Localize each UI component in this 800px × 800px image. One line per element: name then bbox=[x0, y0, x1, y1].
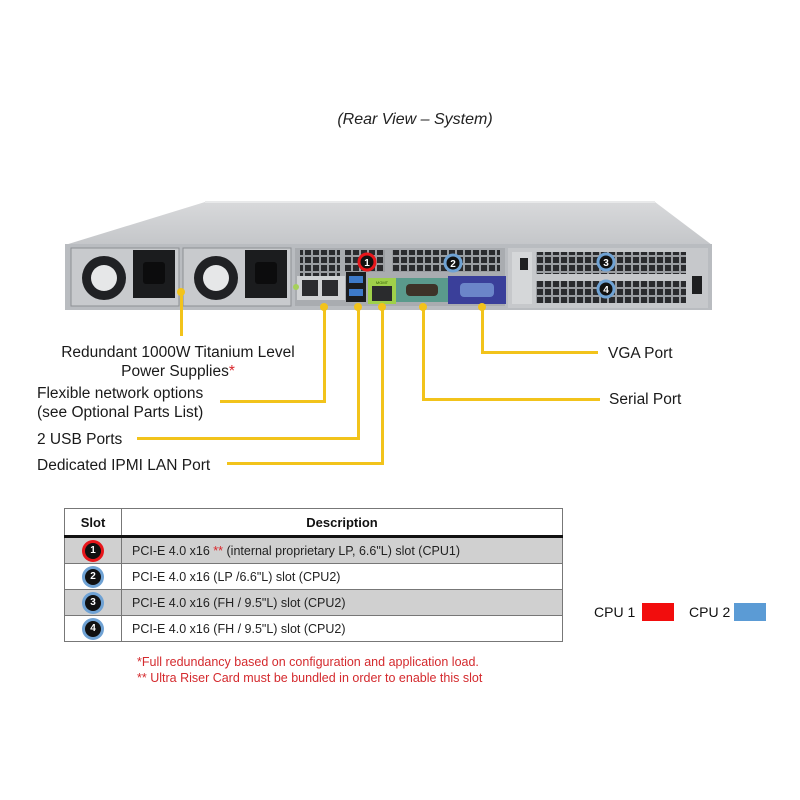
description-cell: PCI-E 4.0 x16 (FH / 9.5"L) slot (CPU2) bbox=[121, 615, 563, 642]
slot-badge-3: 3 bbox=[85, 594, 101, 611]
callout-power-line2: Power Supplies bbox=[121, 363, 229, 380]
serial-port bbox=[396, 278, 448, 302]
view-caption: (Rear View – System) bbox=[337, 111, 493, 128]
slot-badge-4: 4 bbox=[85, 620, 101, 637]
svg-text:MGMT: MGMT bbox=[376, 280, 389, 285]
svg-text:2: 2 bbox=[450, 259, 456, 270]
callout-vga-port: VGA Port bbox=[608, 345, 673, 362]
table-row: 4 PCI-E 4.0 x16 (FH / 9.5"L) slot (CPU2) bbox=[64, 615, 563, 642]
description-cell: PCI-E 4.0 x16 (FH / 9.5"L) slot (CPU2) bbox=[121, 589, 563, 616]
slot-marker-4: 4 bbox=[596, 279, 616, 299]
legend-label-cpu2: CPU 2 bbox=[689, 604, 731, 620]
callout-network-line1: Flexible network options bbox=[37, 385, 204, 402]
slot-cell: 1 bbox=[64, 536, 122, 564]
slot-badge-1: 1 bbox=[85, 542, 101, 559]
header-description: Description bbox=[121, 508, 563, 538]
table-row: 3 PCI-E 4.0 x16 (FH / 9.5"L) slot (CPU2) bbox=[64, 589, 563, 616]
svg-text:3: 3 bbox=[603, 258, 609, 269]
description-text: PCI-E 4.0 x16 bbox=[132, 543, 214, 558]
slot-marker-2: 2 bbox=[443, 253, 463, 273]
power-supply-2 bbox=[182, 247, 292, 307]
description-footnote-mark: ** bbox=[213, 543, 224, 558]
legend-label-cpu1: CPU 1 bbox=[594, 604, 636, 620]
callout-power-line1: Redundant 1000W Titanium Level bbox=[61, 344, 295, 361]
slot-badge-2: 2 bbox=[85, 568, 101, 585]
callout-ipmi-lan-port: Dedicated IPMI LAN Port bbox=[37, 457, 211, 474]
slot-table-header: Slot Description bbox=[64, 508, 563, 538]
svg-text:4: 4 bbox=[603, 285, 609, 296]
description-text-suffix: (internal proprietary LP, 6.6"L) slot (C… bbox=[223, 543, 460, 558]
footnote-redundancy: *Full redundancy based on configuration … bbox=[137, 655, 479, 669]
server-rear-view: MGMT 1 2 3 4 bbox=[65, 201, 712, 310]
callout-network-line2: (see Optional Parts List) bbox=[37, 404, 204, 421]
callout-usb-ports: 2 USB Ports bbox=[37, 431, 123, 448]
description-cell: PCI-E 4.0 x16 (LP /6.6"L) slot (CPU2) bbox=[121, 563, 563, 590]
slot-table: Slot Description 1 PCI-E 4.0 x16 ** (int… bbox=[64, 508, 563, 642]
header-slot: Slot bbox=[64, 508, 122, 538]
usb-ports bbox=[346, 272, 366, 302]
callout-power-line2-wrap: Power Supplies* bbox=[53, 362, 303, 381]
chassis-top-cover bbox=[65, 201, 712, 245]
callout-serial-port: Serial Port bbox=[609, 391, 682, 408]
slot-cell: 2 bbox=[64, 563, 122, 590]
table-row: 2 PCI-E 4.0 x16 (LP /6.6"L) slot (CPU2) bbox=[64, 563, 563, 590]
slot-cell: 4 bbox=[64, 615, 122, 642]
power-supply-1 bbox=[70, 247, 180, 307]
vga-port bbox=[448, 276, 506, 304]
ipmi-port: MGMT bbox=[368, 278, 396, 304]
footnote-riser-card: ** Ultra Riser Card must be bundled in o… bbox=[137, 671, 483, 685]
description-cell: PCI-E 4.0 x16 ** (internal proprietary L… bbox=[121, 536, 563, 564]
network-ports bbox=[293, 276, 345, 300]
slot-marker-3: 3 bbox=[596, 252, 616, 272]
svg-text:1: 1 bbox=[364, 258, 370, 269]
slot-marker-1: 1 bbox=[357, 252, 377, 272]
legend-swatch-cpu1 bbox=[642, 603, 674, 621]
callout-power-supplies: Redundant 1000W Titanium Level Power Sup… bbox=[53, 343, 303, 381]
slot-cell: 3 bbox=[64, 589, 122, 616]
callout-network-options: Flexible network options (see Optional P… bbox=[37, 384, 203, 422]
legend-swatch-cpu2 bbox=[734, 603, 766, 621]
callout-power-mark: * bbox=[228, 363, 235, 380]
table-row: 1 PCI-E 4.0 x16 ** (internal proprietary… bbox=[64, 536, 563, 564]
